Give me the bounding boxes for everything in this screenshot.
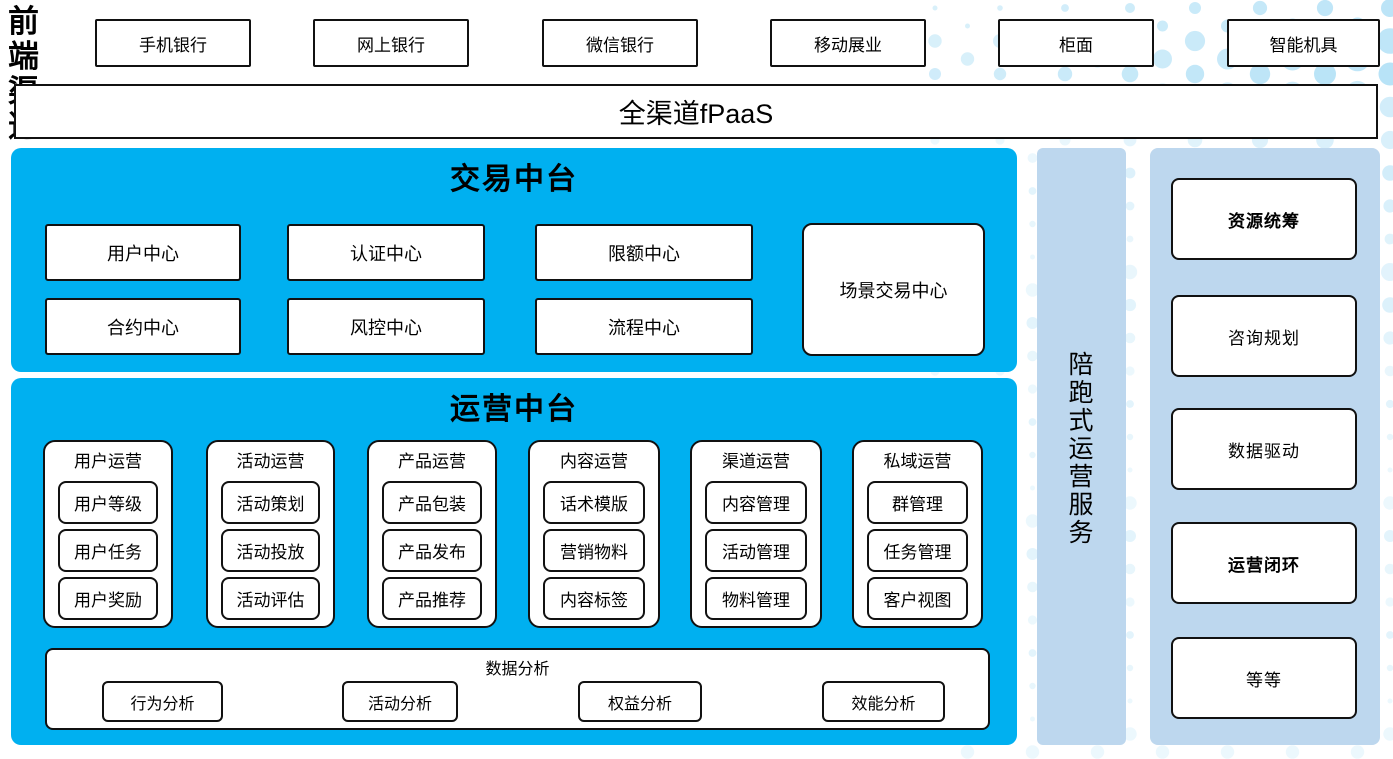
ops-item: 用户任务 [58,529,158,572]
capability-box-resource-coordination: 资源统筹 [1171,178,1357,260]
service-capability-panel: 资源统筹 咨询规划 数据驱动 运营闭环 等等 [1150,148,1380,745]
ops-column-activity-operation: 活动运营 活动策划 活动投放 活动评估 [206,440,335,628]
channel-box-counter: 柜面 [998,19,1154,67]
ops-column-private-domain-operation: 私域运营 群管理 任务管理 客户视图 [852,440,983,628]
channel-box-wechat-banking: 微信银行 [542,19,698,67]
center-box-process: 流程中心 [535,298,753,355]
ops-item: 客户视图 [867,577,968,620]
operation-platform-section: 运营中台 用户运营 用户等级 用户任务 用户奖励 活动运营 活动策划 活动投放 … [11,378,1017,745]
ops-item: 营销物料 [543,529,645,572]
fpaas-label: 全渠道fPaaS [618,99,774,129]
ops-item: 产品推荐 [382,577,482,620]
ops-item: 用户等级 [58,481,158,524]
operation-platform-title: 运营中台 [450,393,578,426]
center-box-authentication: 认证中心 [287,224,485,281]
analysis-box-rights: 权益分析 [578,681,702,722]
transaction-platform-title: 交易中台 [450,163,578,196]
ops-item: 活动管理 [705,529,807,572]
ops-column-content-operation: 内容运营 话术模版 营销物料 内容标签 [528,440,660,628]
ops-item: 内容管理 [705,481,807,524]
ops-item: 产品发布 [382,529,482,572]
ops-column-header: 私域运营 [883,452,952,471]
fpaas-bar: 全渠道fPaaS [14,84,1378,139]
ops-item: 群管理 [867,481,968,524]
center-box-scenario-transaction: 场景交易中心 [802,223,985,356]
channel-box-online-banking: 网上银行 [313,19,469,67]
ops-item: 产品包装 [382,481,482,524]
ops-column-header: 渠道运营 [722,452,790,471]
capability-box-etc: 等等 [1171,637,1357,719]
ops-item: 活动评估 [221,577,320,620]
capability-box-operation-loop: 运营闭环 [1171,522,1357,604]
channel-box-mobile-banking: 手机银行 [95,19,251,67]
data-analysis-title: 数据分析 [485,661,550,678]
ops-item: 话术模版 [543,481,645,524]
ops-column-header: 活动运营 [236,452,305,471]
ops-item: 物料管理 [705,577,807,620]
ops-item: 活动策划 [221,481,320,524]
channel-box-smart-machines: 智能机具 [1227,19,1380,67]
data-analysis-container: 数据分析 行为分析 活动分析 权益分析 效能分析 [45,648,990,730]
capability-box-data-driven: 数据驱动 [1171,408,1357,490]
ops-column-header: 产品运营 [398,452,466,471]
capability-box-consulting-planning: 咨询规划 [1171,295,1357,377]
center-box-limit: 限额中心 [535,224,753,281]
ops-column-user-operation: 用户运营 用户等级 用户任务 用户奖励 [43,440,173,628]
ops-column-channel-operation: 渠道运营 内容管理 活动管理 物料管理 [690,440,822,628]
ops-item: 内容标签 [543,577,645,620]
channel-box-mobile-business: 移动展业 [770,19,926,67]
ops-column-product-operation: 产品运营 产品包装 产品发布 产品推荐 [367,440,497,628]
transaction-platform-section: 交易中台 用户中心 认证中心 限额中心 合约中心 风控中心 流程中心 场景交易中… [11,148,1017,372]
analysis-box-efficiency: 效能分析 [822,681,945,722]
center-box-contract: 合约中心 [45,298,241,355]
side-service-label: 陪跑式运营服务 [1068,351,1095,547]
center-box-user: 用户中心 [45,224,241,281]
side-service-bar: 陪跑式运营服务 [1037,148,1126,745]
analysis-box-behavior: 行为分析 [102,681,223,722]
ops-item: 活动投放 [221,529,320,572]
ops-item: 用户奖励 [58,577,158,620]
ops-item: 任务管理 [867,529,968,572]
center-box-risk-control: 风控中心 [287,298,485,355]
ops-column-header: 用户运营 [74,452,142,471]
ops-column-header: 内容运营 [560,452,628,471]
analysis-box-activity: 活动分析 [342,681,458,722]
